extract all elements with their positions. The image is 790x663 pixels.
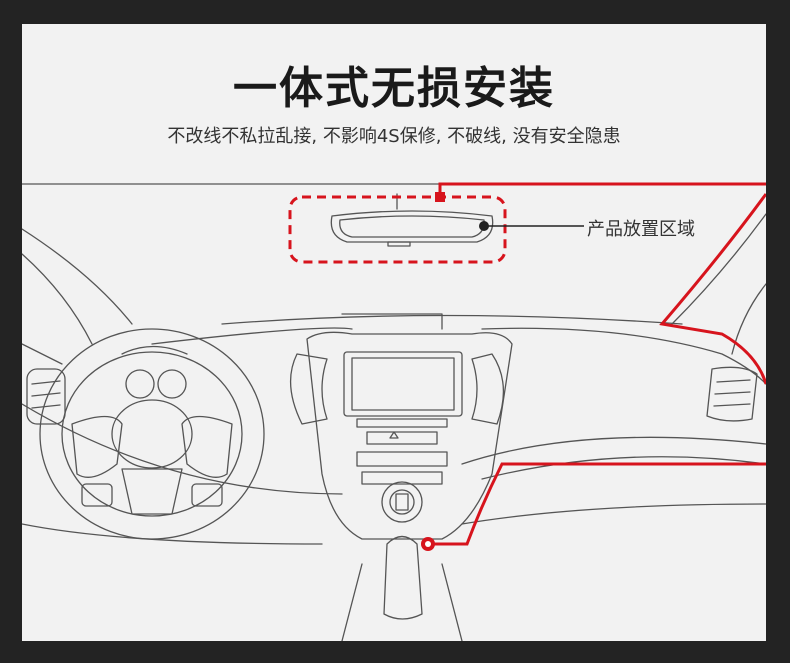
rear-view-mirror xyxy=(330,210,494,243)
dashboard-top xyxy=(221,314,683,325)
left-air-vent xyxy=(26,368,66,425)
right-a-pillar xyxy=(671,213,766,325)
placement-zone-outline xyxy=(288,195,507,264)
install-illustration-panel: 一体式无损安装 不改线不私拉乱接, 不影响4S保修, 不破线, 没有安全隐患 xyxy=(22,24,766,641)
gear-shifter xyxy=(383,535,423,620)
page-title: 一体式无损安装 xyxy=(233,63,555,114)
left-a-pillar xyxy=(22,228,133,325)
right-air-vent xyxy=(706,366,758,422)
placement-zone-label: 产品放置区域 xyxy=(587,219,695,240)
car-interior-drawing xyxy=(22,182,766,641)
center-console xyxy=(306,331,513,540)
steering-wheel xyxy=(39,328,265,540)
page-subtitle: 不改线不私拉乱接, 不影响4S保修, 不破线, 没有安全隐患 xyxy=(167,126,621,147)
climate-knob xyxy=(381,481,423,523)
instrument-cluster xyxy=(121,345,188,355)
head-unit-screen xyxy=(343,351,463,417)
